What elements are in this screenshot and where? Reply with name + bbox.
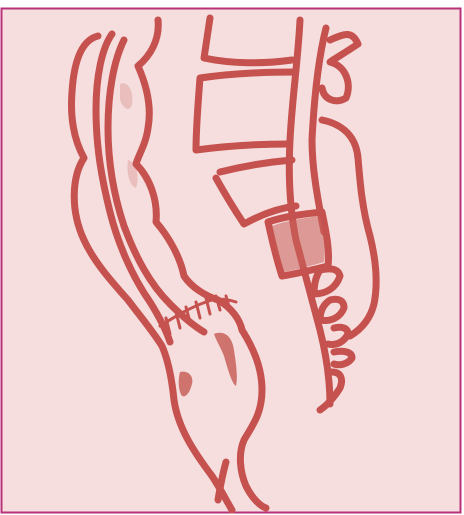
sagittal-pelvis-sketch — [0, 0, 464, 515]
anatomical-sketch-frame — [0, 0, 464, 515]
